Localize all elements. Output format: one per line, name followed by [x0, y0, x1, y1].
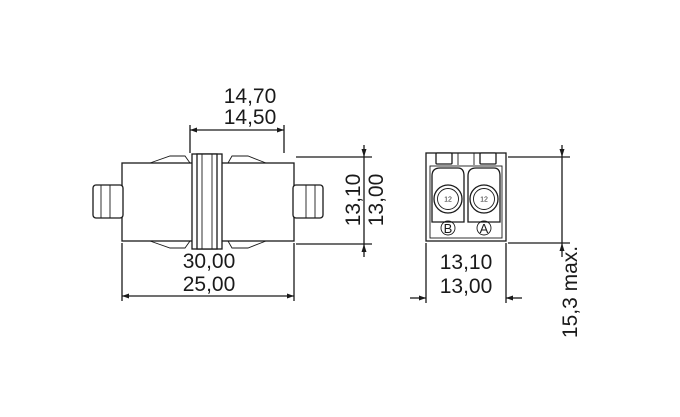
side-right-dim-upper: 13,10 — [342, 174, 365, 227]
front-right-dim-label: 15,3 max. — [559, 246, 582, 338]
front-bottom-dim-lower: 13,00 — [440, 275, 493, 298]
side-bottom-dim-lower: 25,00 — [183, 273, 236, 296]
side-right-dimension: 13,10 13,00 — [296, 145, 388, 257]
port-b-inner-ring — [437, 188, 459, 210]
port-a-outer-ring — [469, 184, 499, 214]
left-ferrule-outline — [92, 184, 124, 219]
port-a-code: 12 — [480, 197, 488, 204]
right-ferrule-outline — [292, 184, 324, 219]
front-bottom-dim-upper: 13,10 — [440, 251, 493, 274]
port-b-code: 12 — [444, 197, 452, 204]
port-b-outer-ring — [433, 184, 463, 214]
side-bottom-dimension: 30,00 25,00 — [121, 243, 295, 301]
side-right-dim-lower: 13,00 — [365, 174, 388, 227]
front-bottom-dimension: 13,10 13,00 — [410, 243, 522, 303]
front-view-adapter: 12 12 B A — [425, 152, 507, 242]
side-top-dimension: 14,70 14,50 — [189, 85, 285, 153]
front-right-dimension: 15,3 max. — [508, 145, 582, 338]
port-a-label: A — [480, 221, 489, 236]
side-view-adapter — [92, 153, 324, 250]
port-b-label: B — [444, 221, 453, 236]
port-a-inner-ring — [473, 188, 495, 210]
side-top-dim-lower: 14,50 — [224, 106, 277, 129]
side-bottom-dim-upper: 30,00 — [183, 250, 236, 273]
side-top-dim-upper: 14,70 — [224, 85, 277, 108]
